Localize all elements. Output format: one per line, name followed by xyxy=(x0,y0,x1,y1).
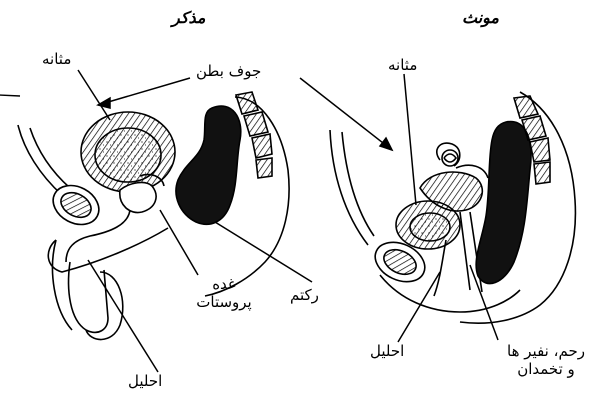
prostate-label: غده پروستات xyxy=(184,275,264,311)
uterus-label-line1: رحم، نفیر ها xyxy=(486,342,606,360)
male-pubic-bone xyxy=(46,178,105,232)
female-figure xyxy=(330,92,575,323)
female-title: مونث xyxy=(462,8,499,27)
uterus-label-line2: و تخمدان xyxy=(486,360,606,378)
prostate-label-line2: پروستات xyxy=(184,293,264,311)
uterus-tubes-ovaries xyxy=(420,143,488,211)
uterus-label: رحم، نفیر ها و تخمدان xyxy=(486,342,606,378)
male-urethra-label: احلیل xyxy=(128,372,162,390)
female-bladder-label: مثانه xyxy=(388,56,417,74)
male-rectum xyxy=(176,106,241,224)
female-urethra-label: احلیل xyxy=(370,342,404,360)
male-title: مذکر xyxy=(172,8,205,27)
abdominal-cavity-label: جوف بطن xyxy=(196,62,261,80)
rectum-label: رکتم xyxy=(290,286,319,304)
male-bladder-label: مثانه xyxy=(42,50,71,68)
prostate-label-line1: غده xyxy=(184,275,264,293)
female-rectum xyxy=(476,122,531,284)
